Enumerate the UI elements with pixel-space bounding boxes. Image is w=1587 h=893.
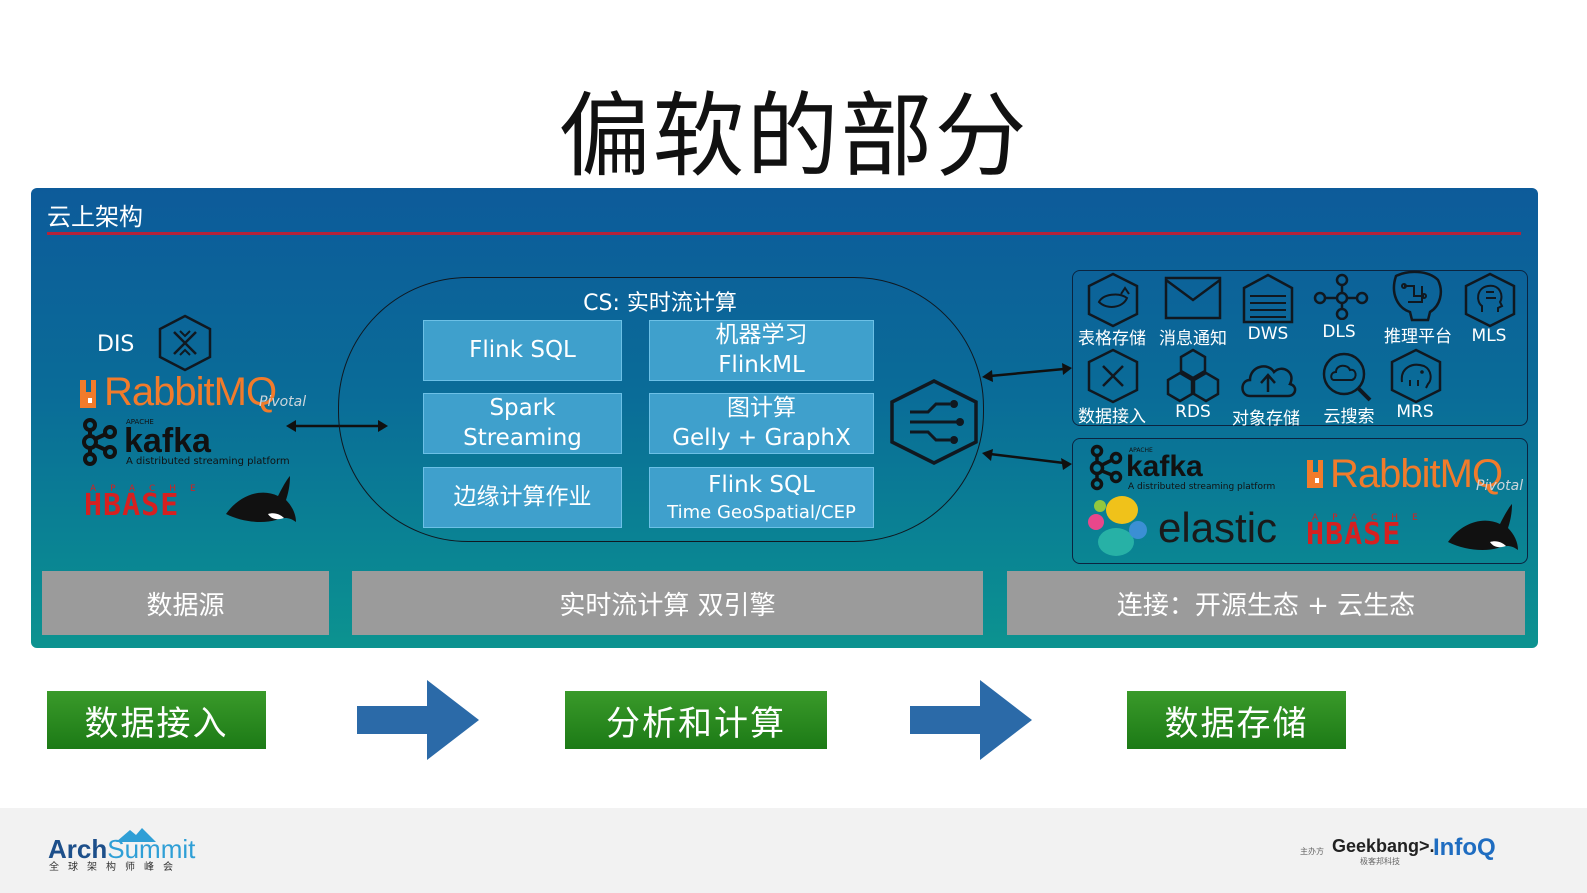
whale-hex-icon: [1087, 272, 1139, 328]
stage-analysis: 分析和计算: [565, 691, 827, 749]
service-label-inference: 推理平台: [1384, 327, 1452, 347]
flow-arrow-icon: [357, 680, 479, 760]
cloud-upload-icon: [1241, 365, 1297, 398]
bar-data-source: 数据源: [42, 571, 329, 635]
service-label-table-storage: 表格存储: [1078, 329, 1146, 349]
panel-divider: [47, 232, 1521, 235]
tile-flink-sql: Flink SQL: [423, 320, 622, 381]
tile-flinkml: 机器学习 FlinkML: [649, 320, 874, 381]
kafka-apache-label: APACHE: [1129, 447, 1153, 454]
elastic-wordmark: elastic: [1158, 504, 1278, 551]
stream-hex-icon: [890, 379, 978, 465]
hbase-apache-label: APACHE: [1312, 513, 1432, 523]
hexagons-icon: [1166, 348, 1220, 403]
kafka-tagline: A distributed streaming platform: [1128, 482, 1276, 492]
archsummit-subtitle: 全球架构师峰会: [49, 862, 182, 873]
tile-spark-streaming: Spark Streaming: [423, 393, 622, 454]
service-label-notification: 消息通知: [1159, 329, 1227, 349]
rabbitmq-logo-icon: [1307, 460, 1323, 488]
bar-ecosystem: 连接：开源生态 + 云生态: [1007, 571, 1525, 635]
service-label-rds: RDS: [1175, 402, 1211, 422]
host-label: 主办方: [1300, 847, 1324, 856]
slide-title: 偏软的部分: [558, 83, 1029, 190]
kafka-tagline: A distributed streaming platform: [126, 456, 290, 467]
orca-icon: [1448, 504, 1518, 550]
service-label-dls: DLS: [1322, 322, 1356, 342]
cs-title: CS: 实时流计算: [583, 291, 737, 316]
pivotal-label: Pivotal: [259, 394, 307, 410]
hbase-wordmark: HBASE: [84, 488, 180, 523]
kafka-apache-label: APACHE: [126, 418, 154, 426]
tile-edge-compute: 边缘计算作业: [423, 467, 622, 528]
cloud-services-group: [1072, 270, 1528, 426]
stage-data-ingest: 数据接入: [47, 691, 266, 749]
orca-icon: [226, 476, 296, 522]
dis-hex-icon: [1087, 348, 1139, 404]
dis-label: DIS: [97, 332, 135, 357]
search-cloud-icon: [1322, 352, 1372, 402]
network-icon: [1313, 273, 1369, 320]
pivotal-label: Pivotal: [1476, 478, 1524, 494]
elephant-hex-icon: [1390, 348, 1442, 404]
kafka-wordmark: kafka: [1126, 450, 1203, 483]
tile-flink-sql-cep: Flink SQL Time GeoSpatial/CEP: [649, 467, 874, 528]
hbase-apache-label: APACHE: [90, 484, 210, 494]
elastic-logo-icon: [1088, 496, 1147, 556]
hbase-wordmark: HBASE: [1306, 517, 1402, 552]
service-label-data-ingest: 数据接入: [1078, 407, 1146, 427]
warehouse-icon: [1242, 273, 1294, 324]
cs-connect-arrows: [982, 363, 1072, 470]
dis-hex-icon: [158, 314, 212, 372]
kafka-wordmark: kafka: [124, 422, 211, 460]
service-label-cloud-search: 云搜索: [1323, 407, 1375, 427]
stage-data-storage: 数据存储: [1127, 691, 1346, 749]
infoq-logo: InfoQ: [1433, 834, 1496, 861]
open-source-group: [1072, 438, 1528, 564]
rabbitmq-wordmark: RabbitMQ: [104, 370, 277, 414]
head-hex-icon: [1464, 272, 1516, 328]
service-label-dws: DWS: [1247, 324, 1289, 344]
tile-graph-compute: 图计算 Gelly + GraphX: [649, 393, 874, 454]
circuit-brain-icon: [1392, 270, 1442, 322]
service-label-object-storage: 对象存储: [1232, 409, 1300, 429]
panel-title: 云上架构: [47, 203, 143, 231]
geekbang-logo: Geekbang>.: [1332, 836, 1435, 856]
mountain-logo-icon: [116, 828, 156, 842]
rabbitmq-wordmark: RabbitMQ: [1330, 452, 1503, 496]
flow-arrow-icon: [910, 680, 1032, 760]
envelope-icon: [1164, 276, 1222, 320]
cs-engine-oval: [338, 277, 984, 542]
archsummit-logo: ArchSummit: [48, 834, 196, 864]
service-label-mls: MLS: [1471, 326, 1507, 346]
kafka-logo-icon: [1089, 444, 1123, 491]
geekbang-subtitle: 极客邦科技: [1360, 857, 1400, 866]
bar-dual-engine: 实时流计算 双引擎: [352, 571, 983, 635]
kafka-logo-icon: [82, 418, 117, 466]
footer: [0, 808, 1587, 893]
service-label-mrs: MRS: [1396, 402, 1434, 422]
rabbitmq-logo-icon: [80, 380, 96, 408]
